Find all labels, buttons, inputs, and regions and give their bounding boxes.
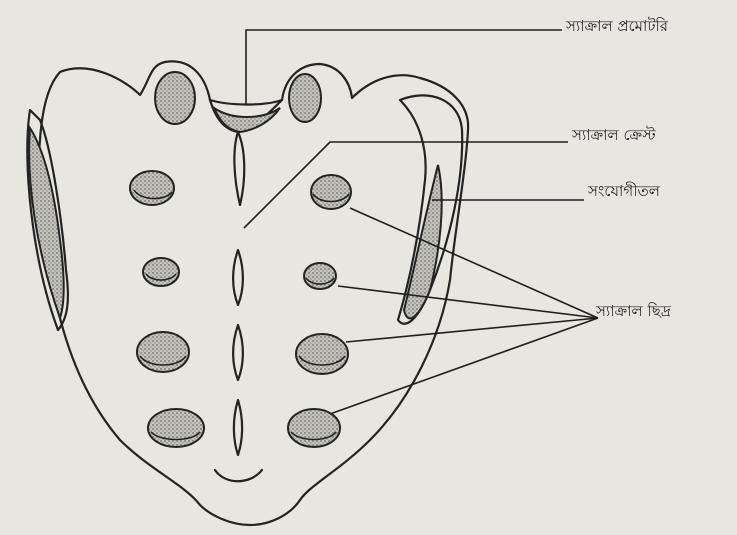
right-foramen-3 <box>296 334 348 374</box>
left-superior-articular <box>155 72 195 124</box>
left-foramen-2 <box>143 258 179 286</box>
leader-foramen-2 <box>338 286 598 318</box>
label-sacral-foramina: স্যাক্রাল ছিদ্র <box>596 300 671 325</box>
right-superior-articular <box>289 74 321 122</box>
right-foramen-2 <box>304 263 336 289</box>
label-sacral-crest: স্যাক্রাল ক্রেস্ট <box>572 124 656 149</box>
leader-foramen-1 <box>350 208 598 318</box>
median-crest <box>234 132 244 205</box>
sacrum-outline <box>39 61 468 525</box>
leader-crest <box>244 142 568 228</box>
leader-foramen-3 <box>346 318 598 342</box>
left-foramen-1 <box>130 171 174 205</box>
right-foramen-1 <box>311 175 351 209</box>
leader-foramen-4 <box>330 318 598 414</box>
left-foramen-4 <box>148 409 204 447</box>
right-foramen-4 <box>288 409 340 447</box>
label-sacral-promontory: স্যাক্রাল প্রমোটরি <box>566 15 668 40</box>
label-articular-surface: সংযোগীতল <box>588 180 660 205</box>
left-foramen-3 <box>137 332 189 372</box>
